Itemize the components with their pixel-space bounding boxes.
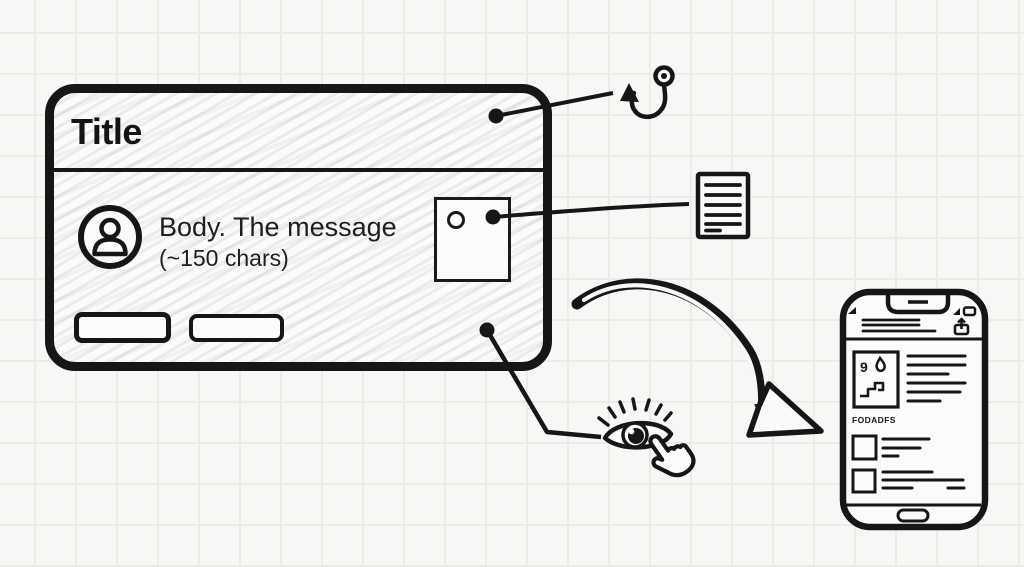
list-item-1 <box>851 434 931 461</box>
image-placeholder <box>434 197 511 282</box>
card-title: Title <box>71 111 142 152</box>
battery-icon <box>962 306 977 317</box>
document-icon <box>695 171 751 240</box>
card-divider <box>52 168 545 172</box>
list-item-2 <box>851 468 966 494</box>
pointing-hand-cursor-icon <box>648 434 696 478</box>
avatar-icon <box>78 205 142 269</box>
list-item-2-lines <box>881 470 966 490</box>
checkbox-icon <box>851 468 877 494</box>
checkbox-icon <box>851 434 878 461</box>
char-limit-note: (~150 chars) <box>159 245 289 271</box>
hook-barb-arrowhead <box>620 83 639 102</box>
phone-mockup: 9 FODADFS <box>839 288 989 531</box>
status-right-icons <box>953 306 977 317</box>
home-button-icon <box>896 508 930 523</box>
image-doodle-glyph: 9 <box>860 359 868 375</box>
action-button-2 <box>189 314 284 342</box>
phone-caption: FODADFS <box>852 415 896 425</box>
action-button-1 <box>74 312 171 343</box>
image-placeholder-circle-icon <box>447 211 465 229</box>
eyelashes <box>597 397 673 427</box>
share-icon <box>953 317 970 336</box>
phone-notch <box>885 293 951 315</box>
curved-arrow-to-phone <box>571 278 824 438</box>
signal-right-icon <box>953 308 960 315</box>
article-text-lines <box>906 354 967 403</box>
article-image-placeholder: 9 <box>852 350 900 409</box>
signal-left-icon <box>848 307 856 314</box>
eye-icon <box>597 397 674 450</box>
header-text-lines <box>861 318 937 333</box>
fishhook-icon <box>620 65 675 120</box>
card-body-text: Body. The message <box>159 212 397 242</box>
stairs-doodle-icon <box>860 381 885 398</box>
arrowhead <box>746 381 824 438</box>
list-item-1-lines <box>881 437 931 458</box>
notification-card: Title Body. The message (~150 chars) <box>45 84 552 371</box>
droplet-doodle-icon <box>875 355 886 373</box>
person-icon <box>92 217 128 257</box>
